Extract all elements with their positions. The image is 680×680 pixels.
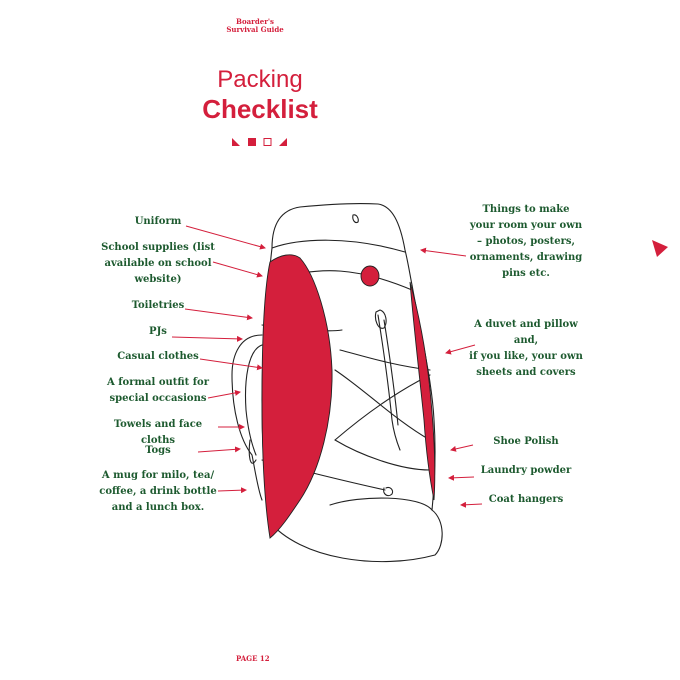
- page-corner-triangle-icon: [652, 240, 668, 257]
- arrow-coat-hangers: [460, 501, 483, 508]
- arrow-uniform: [185, 225, 266, 250]
- label-room-things: Things to make your room your own – phot…: [466, 202, 586, 282]
- arrow-shoe-polish: [450, 444, 474, 452]
- backpack-red-panels: [261, 254, 436, 539]
- label-mug-line-3: and a lunch box.: [111, 502, 205, 513]
- label-mug-line-1: A mug for milo, tea/: [101, 470, 215, 481]
- backpack-compression-cord-3: [334, 374, 431, 441]
- label-casual-clothes: Casual clothes: [117, 351, 199, 362]
- arrow-pjs: [171, 335, 243, 342]
- red-logo-patch: [360, 265, 380, 287]
- label-school-supplies-line-2: available on school: [104, 258, 212, 269]
- label-room-things-line-4: ornaments, drawing: [469, 252, 583, 263]
- backpack-top-lid: [271, 203, 413, 286]
- label-togs: Togs: [145, 445, 171, 456]
- backpack-center-strap-2: [383, 319, 399, 426]
- arrow-laundry: [448, 474, 475, 481]
- backpack-compression-cord-2: [334, 369, 431, 441]
- backpack-top-loop: [352, 214, 359, 224]
- label-school-supplies: School supplies (list available on schoo…: [96, 240, 220, 288]
- label-mug-line-2: coffee, a drink bottle: [99, 486, 217, 497]
- pointer-arrows: [171, 225, 483, 508]
- triangle-left-icon: [232, 138, 240, 146]
- label-room-things-line-5: pins etc.: [502, 268, 550, 279]
- label-school-supplies-line-1: School supplies (list: [101, 242, 215, 253]
- arrow-casual-clothes: [199, 358, 263, 371]
- arrow-school-supplies: [212, 261, 263, 278]
- backpack-lid-lower-edge: [271, 239, 406, 253]
- label-toiletries: Toiletries: [131, 300, 185, 311]
- label-uniform: Uniform: [134, 216, 182, 227]
- label-school-supplies-line-3: website): [134, 274, 182, 285]
- backpack-left-pocket-seam: [245, 344, 263, 456]
- arrow-room-things: [420, 247, 467, 257]
- backpack-buckle: [374, 309, 387, 329]
- label-coat-hangers: Coat hangers: [488, 494, 564, 505]
- backpack-bottom-buckle: [383, 486, 394, 497]
- decorative-shapes: [232, 138, 287, 146]
- guide-title-line-1: Boarder's: [236, 17, 274, 26]
- arrow-duvet: [445, 344, 476, 355]
- backpack-left-pocket: [231, 334, 263, 501]
- label-room-things-line-1: Things to make: [482, 204, 570, 215]
- label-formal-outfit-line-2: special occasions: [109, 393, 207, 404]
- guide-title-line-2: Survival Guide: [226, 25, 284, 34]
- label-duvet-line-2: if you like, your own: [469, 351, 583, 362]
- triangle-right-icon: [279, 138, 287, 146]
- backpack-center-strap: [377, 314, 401, 451]
- page-title-packing: Packing: [217, 66, 303, 93]
- page-number: PAGE 12: [236, 654, 270, 663]
- red-front-panel: [261, 254, 333, 539]
- backpack-bottom-pad: [329, 497, 433, 511]
- arrow-formal-outfit: [207, 389, 241, 399]
- page-title-checklist: Checklist: [202, 94, 318, 124]
- backpack-compression-cord-4: [334, 439, 431, 471]
- label-duvet-line-3: sheets and covers: [476, 367, 576, 378]
- guide-title: Boarder's Survival Guide: [200, 18, 310, 34]
- label-formal-outfit: A formal outfit for special occasions: [96, 375, 220, 407]
- label-room-things-line-2: your room your own: [469, 220, 583, 231]
- label-duvet: A duvet and pillow and, if you like, you…: [462, 317, 590, 381]
- label-mug: A mug for milo, tea/ coffee, a drink bot…: [94, 468, 222, 516]
- arrow-mug: [217, 487, 247, 494]
- backpack-bottom: [267, 509, 443, 563]
- square-filled-icon: [248, 138, 256, 146]
- label-pjs: PJs: [149, 326, 167, 337]
- backpack-outline: [231, 203, 443, 563]
- label-duvet-line-1: A duvet and pillow and,: [474, 319, 578, 346]
- label-room-things-line-3: – photos, posters,: [477, 236, 575, 247]
- label-towels: Towels and face cloths: [113, 419, 203, 446]
- label-shoe-polish: Shoe Polish: [493, 436, 559, 447]
- arrow-togs: [197, 446, 241, 453]
- square-outline-icon: [263, 138, 272, 146]
- red-side-panel: [409, 281, 436, 501]
- backpack-side-strap: [248, 439, 257, 464]
- arrow-toiletries: [184, 308, 253, 321]
- label-formal-outfit-line-1: A formal outfit for: [107, 377, 209, 388]
- label-laundry-powder: Laundry powder: [480, 465, 572, 476]
